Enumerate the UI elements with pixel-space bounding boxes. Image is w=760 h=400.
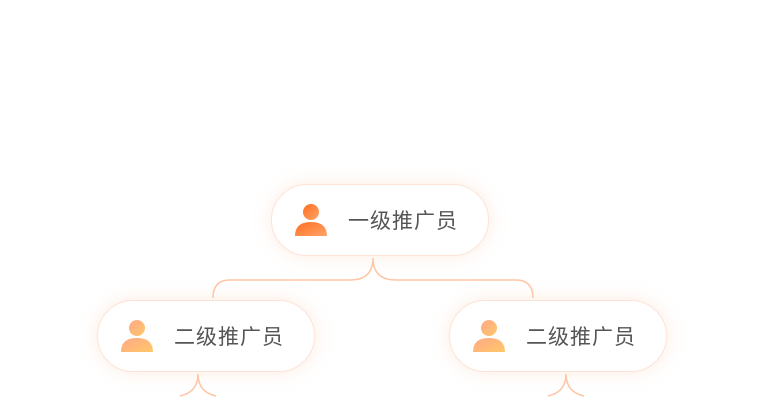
- connector-right-down: [547, 373, 585, 397]
- node-label: 一级推广员: [348, 209, 458, 233]
- node-label: 二级推广员: [174, 325, 284, 349]
- node-level2-promoter-right[interactable]: 二级推广员: [449, 300, 667, 372]
- node-level1-promoter[interactable]: 一级推广员: [271, 184, 489, 256]
- connector-left-down: [179, 373, 217, 397]
- user-icon: [473, 320, 505, 352]
- user-icon: [121, 320, 153, 352]
- node-level2-promoter-left[interactable]: 二级推广员: [97, 300, 315, 372]
- user-icon: [295, 204, 327, 236]
- connector-top-to-children: [212, 257, 534, 299]
- node-label: 二级推广员: [526, 325, 636, 349]
